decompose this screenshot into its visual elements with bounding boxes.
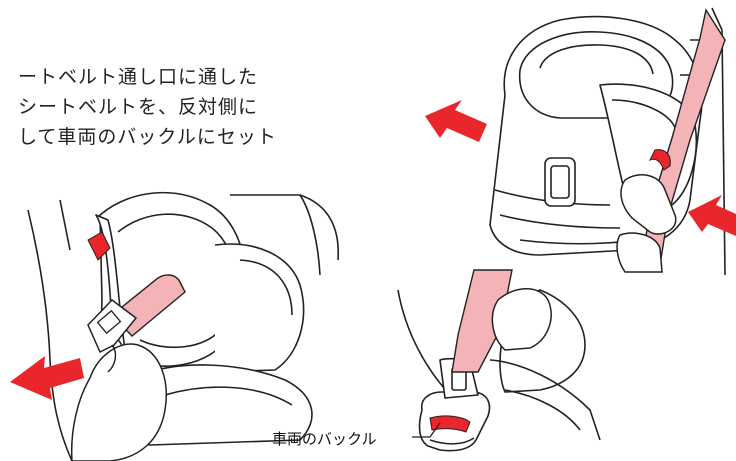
- instruction-line: して車両のバックルにセット: [18, 126, 277, 148]
- belt-guide-clip: [87, 231, 111, 261]
- instruction-line: シートベルトを、反対側に: [18, 96, 259, 118]
- seatbelt-clip: [648, 149, 671, 171]
- hand-bottom-middle: [491, 288, 552, 351]
- left-arrow-icon: [688, 195, 736, 236]
- left-arrow-icon: [425, 100, 487, 142]
- seatbelt-buckle: [451, 269, 513, 373]
- instruction-text: ートベルト通し口に通した シートベルトを、反対側に して車両のバックルにセット: [18, 62, 318, 152]
- callout-leader-line: [412, 422, 441, 438]
- buckle-callout-label: 車両のバックル: [272, 430, 377, 448]
- hand-top-right: [616, 232, 663, 273]
- buckle-red-button: [429, 415, 471, 433]
- down-left-arrow-icon: [10, 356, 84, 400]
- instruction-line: ートベルト通し口に通した: [18, 66, 259, 88]
- hand-bottom-left: [70, 343, 167, 461]
- hand-top: [620, 174, 677, 235]
